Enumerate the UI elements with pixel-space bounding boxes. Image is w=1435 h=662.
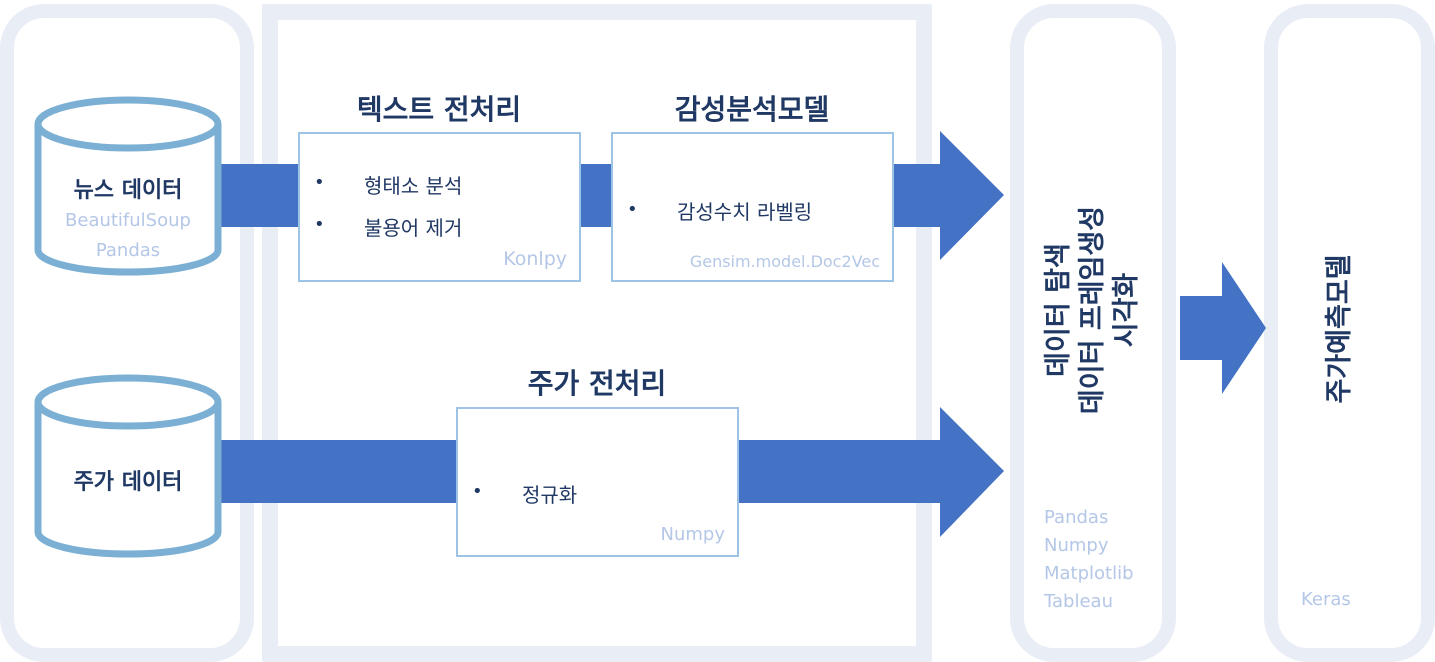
stock-preprocessing-box: • 정규화 Numpy [456, 407, 739, 557]
sentiment-model-title: 감성분석모델 [674, 93, 830, 126]
exploration-title-line-2: 데이터 프레임생성 [1077, 205, 1108, 415]
text-preprocessing-box: • 형태소 분석 • 불용어 제거 Konlpy [298, 132, 581, 282]
prediction-library-keras: Keras [1301, 589, 1351, 610]
stock-preprocessing-library: Numpy [660, 524, 726, 545]
arrow-exploration-to-prediction [1180, 262, 1266, 394]
stock-preprocessing-item: 정규화 [522, 483, 578, 507]
arrow-sentiment-to-exploration [893, 131, 1004, 260]
bullet-marker: • [314, 172, 325, 193]
exploration-library-numpy: Numpy [1044, 535, 1109, 556]
news-library-beautifulsoup: BeautifulSoup [65, 210, 191, 231]
text-preprocessing-title: 텍스트 전처리 [356, 93, 522, 126]
exploration-library-tableau: Tableau [1044, 591, 1113, 612]
exploration-library-pandas: Pandas [1044, 507, 1109, 528]
bullet-marker: • [314, 214, 325, 235]
text-preprocessing-item: 불용어 제거 [364, 216, 463, 240]
news-database-cylinder [34, 96, 222, 276]
arrow-stock-to-exploration [738, 407, 1004, 537]
exploration-panel [1010, 4, 1176, 662]
sentiment-model-item: 감성수치 라벨링 [677, 200, 813, 224]
connector-stock-to-preprocessing [218, 440, 458, 503]
stock-database-cylinder [34, 374, 222, 558]
news-data-label: 뉴스 데이터 [73, 178, 183, 203]
stock-data-label: 주가 데이터 [73, 470, 183, 495]
exploration-title-line-1: 데이터 탐색 [1043, 243, 1074, 377]
exploration-title-line-3: 시각화 [1111, 272, 1142, 348]
stock-preprocessing-title: 주가 전처리 [527, 367, 667, 400]
prediction-panel [1264, 4, 1435, 662]
connector-news-to-text [218, 164, 300, 227]
sentiment-model-box: • 감성수치 라벨링 Gensim.model.Doc2Vec [611, 132, 894, 282]
connector-text-to-sentiment [580, 164, 612, 227]
sentiment-model-library: Gensim.model.Doc2Vec [689, 252, 880, 271]
news-library-pandas: Pandas [95, 240, 161, 261]
text-preprocessing-item: 형태소 분석 [364, 174, 463, 198]
text-preprocessing-library: Konlpy [503, 248, 567, 270]
exploration-title: 데이터 탐색 데이터 프레임생성 시각화 [1042, 160, 1144, 460]
bullet-marker: • [627, 199, 638, 220]
exploration-library-matplotlib: Matplotlib [1044, 563, 1134, 584]
prediction-title: 주가예측모델 [1324, 254, 1355, 404]
bullet-marker: • [472, 481, 483, 502]
